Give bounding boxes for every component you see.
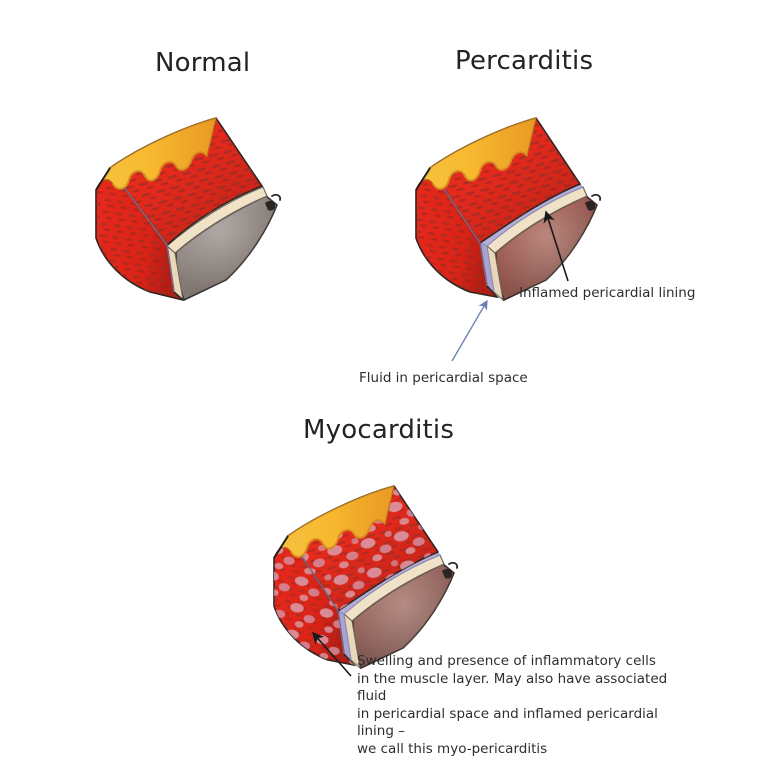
annotation-fluid-in-pericardial-space: Fluid in pericardial space: [359, 370, 528, 386]
arrow-myocarditis-description: [311, 631, 352, 677]
pericardial-fluid-layer: [479, 183, 585, 247]
myocardium-outer-pericarditis: [428, 117, 582, 245]
myocarditis-description-line-2: in the muscle layer. May also have assoc…: [357, 670, 668, 705]
pericardial-lining-normal: [166, 186, 268, 254]
myocardium-cut-face-myocarditis: [273, 534, 357, 667]
specimen-myocarditis: [273, 485, 459, 677]
vessel-stub-pericarditis: [585, 193, 602, 211]
arrow-inflamed-lining: [543, 210, 569, 282]
endocardium-surface-normal: [175, 195, 278, 302]
pericardial-lining-myocarditis: [343, 554, 445, 622]
epicardial-fat-pericarditis: [415, 117, 537, 191]
vessel-stub-normal: [265, 193, 282, 211]
arrow-pericardial-fluid: [451, 299, 488, 362]
myocardium-outer-myocarditis: [286, 485, 440, 613]
inflammatory-infiltrate-cut: [274, 536, 354, 665]
specimen-pericarditis: [415, 117, 602, 362]
vessel-stub-myocarditis: [442, 561, 459, 579]
epicardial-fat-myocarditis: [273, 485, 395, 559]
myocarditis-description-line-3: in pericardial space and inflamed perica…: [357, 705, 658, 740]
myocarditis-description-line-1: Swelling and presence of inflammatory ce…: [357, 653, 656, 669]
panel-title-myocarditis: Myocarditis: [303, 415, 455, 445]
myocarditis-description-line-4: we call this myo-pericarditis: [357, 740, 548, 757]
myocardium-cut-face-pericarditis: [415, 166, 500, 299]
panel-title-pericarditis: Percarditis: [455, 46, 594, 76]
annotation-myocarditis-description: Swelling and presence of inflammatory ce…: [357, 653, 697, 758]
specimen-normal: [95, 117, 282, 302]
myocardium-outer-normal: [108, 117, 264, 247]
pericardial-lining-pericarditis: [486, 186, 588, 254]
inflammatory-infiltrate-outer: [288, 486, 438, 611]
myocardium-cut-face-normal: [95, 166, 184, 301]
annotation-inflamed-pericardial-lining: Inflamed pericardial lining: [519, 285, 696, 301]
epicardial-fat-normal: [95, 117, 217, 191]
pericardial-fluid-layer-myocarditis: [337, 551, 442, 615]
panel-title-normal: Normal: [155, 48, 251, 78]
